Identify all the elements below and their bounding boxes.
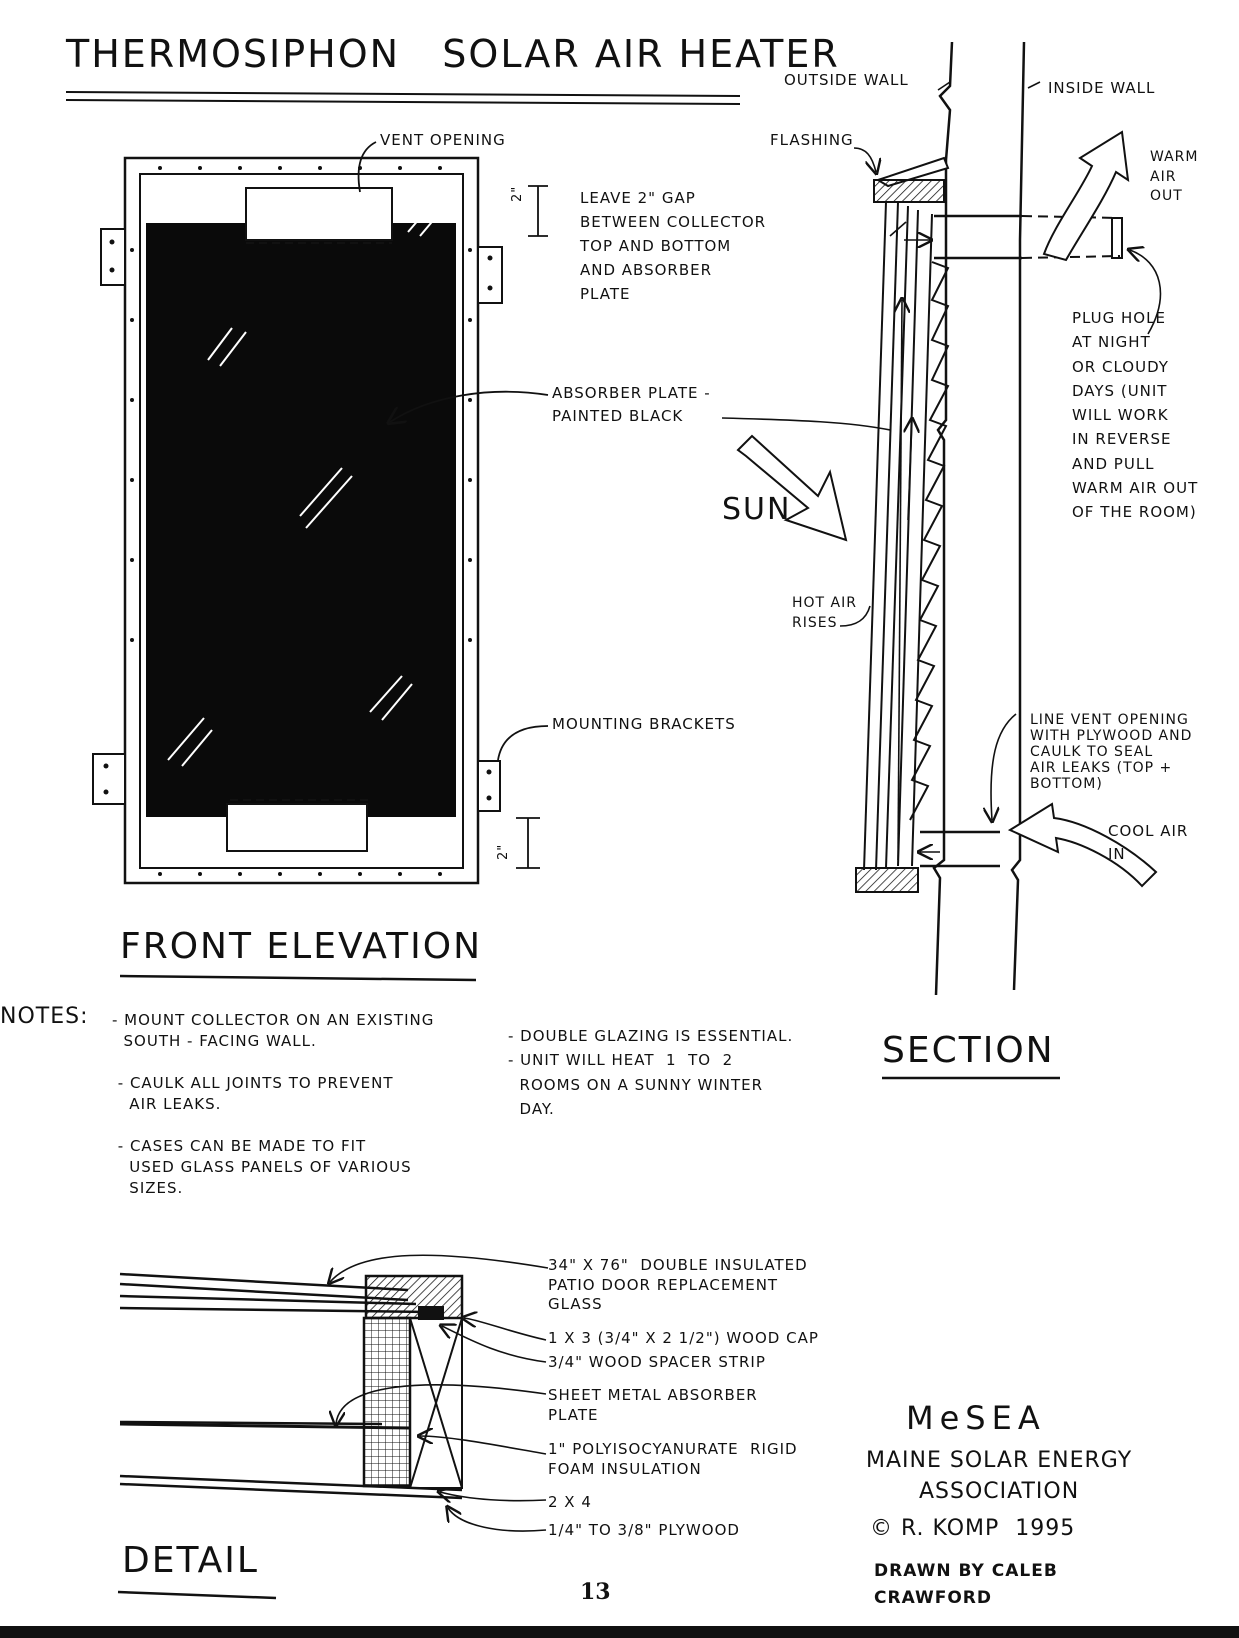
front-elevation-underline	[119, 974, 477, 982]
page-number: 13	[580, 1579, 611, 1605]
absorber-plate-black	[146, 223, 456, 817]
section-heading: SECTION	[882, 1030, 1055, 1071]
mesea-logo-text: MeSEA	[906, 1399, 1046, 1437]
vent-plug	[1111, 217, 1123, 259]
warm-air-arrow	[1042, 130, 1130, 262]
detail-wood-cap	[364, 1274, 464, 1320]
drawn-by-text: DRAWN BY CALEB CRAWFORD	[874, 1561, 1058, 1609]
notes-label: NOTES:	[0, 1004, 89, 1029]
detail-callout-lines	[330, 1254, 549, 1532]
collector-top-cap	[873, 179, 945, 203]
cool-air-in-label: COOL AIR IN	[1108, 822, 1189, 863]
section-callout-lines	[721, 81, 1162, 820]
inside-wall-label: INSIDE WALL	[1048, 79, 1156, 97]
detail-heading: DETAIL	[122, 1540, 259, 1581]
collector-front-elevation	[123, 156, 480, 885]
notes-left: - MOUNT COLLECTOR ON AN EXISTING SOUTH -…	[112, 1011, 435, 1197]
detail-underline	[117, 1590, 277, 1600]
collector-section-body	[863, 201, 933, 871]
detail-sheet-metal-label: SHEET METAL ABSORBER PLATE	[548, 1386, 758, 1424]
detail-glass-label: 34" x 76" DOUBLE INSULATED PATIO DOOR RE…	[548, 1256, 808, 1313]
gap-dimension-bottom-label: 2"	[496, 843, 511, 860]
plug-hole-label: PLUG HOLE AT NIGHT OR CLOUDY DAYS (UNIT …	[1072, 309, 1199, 522]
line-vent-label: LINE VENT OPENING WITH PLYWOOD AND CAULK…	[1030, 712, 1193, 793]
title-underline	[65, 91, 741, 105]
detail-spacer-strip	[418, 1306, 444, 1320]
copyright-text: © R. KOMP 1995	[870, 1516, 1076, 1541]
flashing-label: FLASHING	[770, 131, 854, 149]
mounting-brackets	[92, 228, 503, 812]
page-title: THERMOSIPHON SOLAR AIR HEATER	[66, 32, 840, 76]
gap-note-label: LEAVE 2" GAP BETWEEN COLLECTOR TOP AND B…	[580, 189, 767, 303]
airflow-arrows	[889, 221, 940, 861]
mounting-brackets-label: MOUNTING BRACKETS	[552, 715, 736, 733]
detail-2x4	[409, 1317, 463, 1489]
bottom-duct	[920, 830, 1000, 868]
notes-right: - DOUBLE GLAZING IS ESSENTIAL. - UNIT WI…	[508, 1027, 794, 1118]
detail-absorber-plate	[119, 1422, 411, 1430]
vent-opening-label: VENT OPENING	[380, 131, 506, 149]
bottom-vent-opening	[226, 799, 369, 852]
sun-arrow	[736, 434, 848, 542]
absorber-sawtooth	[909, 261, 950, 821]
detail-spacer-label: 3/4" WOOD SPACER STRIP	[548, 1353, 766, 1371]
bracket-holes	[103, 239, 493, 801]
front-elevation-heading: FRONT ELEVATION	[120, 926, 482, 967]
scan-bottom-border	[0, 1626, 1239, 1638]
collector-bottom-cap	[855, 867, 919, 893]
walls	[932, 41, 1026, 996]
top-duct	[934, 214, 1121, 260]
detail-foam-label: 1" POLYISOCYANURATE RIGID FOAM INSULATIO…	[548, 1440, 798, 1478]
detail-foam-insulation	[362, 1316, 412, 1488]
detail-wood-cap-label: 1 x 3 (3/4" x 2 1/2") WOOD CAP	[548, 1329, 819, 1347]
glass-reflection-marks	[167, 189, 453, 767]
frame-screws	[130, 166, 472, 876]
absorber-plate-label: ABSORBER PLATE - PAINTED BLACK	[552, 384, 711, 425]
hot-air-rises-label: HOT AIR RISES	[792, 595, 857, 631]
front-callout-lines	[357, 141, 549, 869]
detail-2x4-label: 2 x 4	[548, 1493, 592, 1511]
detail-plywood-label: 1/4" to 3/8" PLYWOOD	[548, 1521, 740, 1539]
association-name: MAINE SOLAR ENERGY ASSOCIATION	[866, 1448, 1133, 1504]
warm-air-out-label: WARM AIR OUT	[1150, 149, 1199, 205]
cool-air-arrow	[1007, 802, 1158, 888]
outside-wall-label: OUTSIDE WALL	[784, 71, 909, 89]
gap-dimension-label: 2"	[510, 185, 525, 202]
sun-label: SUN	[722, 492, 792, 527]
top-vent-opening	[245, 187, 393, 244]
